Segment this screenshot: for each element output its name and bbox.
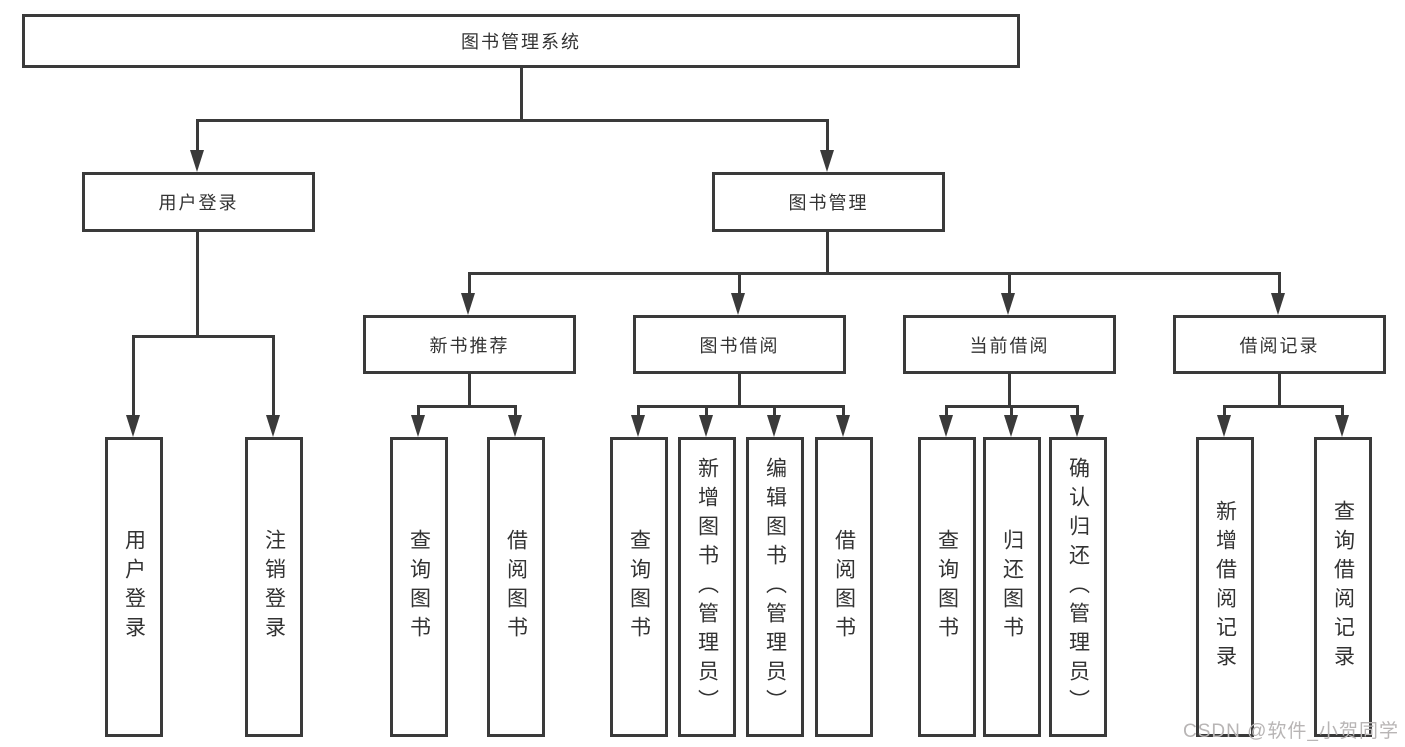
node-borrow-records: 借阅记录 xyxy=(1173,315,1386,374)
leaf-logout: 注销登录 xyxy=(245,437,303,737)
connector-book-mgmt-branch xyxy=(468,272,1281,275)
node-user-login: 用户登录 xyxy=(82,172,315,232)
connector-root-branch xyxy=(196,119,829,122)
leaf-query-books-current-label: 查询图书 xyxy=(935,529,959,645)
arrow-to-user-login-icon xyxy=(190,150,204,172)
node-new-book-recommend-label: 新书推荐 xyxy=(429,335,510,356)
csdn-watermark: CSDN @软件_小贺同学 xyxy=(1183,721,1399,742)
connector-drop-leaf-logout xyxy=(272,335,275,418)
connector-drop-leaf-login xyxy=(132,335,135,418)
arrow-icon xyxy=(1004,415,1018,437)
arrow-icon xyxy=(699,415,713,437)
connector-user-login-branch xyxy=(132,335,275,338)
node-book-management: 图书管理 xyxy=(712,172,945,232)
connector-current-borrow-stem xyxy=(1008,372,1011,407)
arrow-icon xyxy=(939,415,953,437)
node-user-login-label: 用户登录 xyxy=(158,193,239,213)
leaf-query-books-borrow-label: 查询图书 xyxy=(627,529,651,645)
leaf-add-borrow-record: 新增借阅记录 xyxy=(1196,437,1254,737)
connector-drop xyxy=(705,405,708,418)
arrow-icon xyxy=(1335,415,1349,437)
connector-drop-user-login xyxy=(196,119,199,153)
leaf-return-books: 归还图书 xyxy=(983,437,1041,737)
connector-book-mgmt-stem xyxy=(826,230,829,275)
leaf-query-books-borrow: 查询图书 xyxy=(610,437,668,737)
arrow-to-book-mgmt-icon xyxy=(820,150,834,172)
connector-drop xyxy=(842,405,845,418)
leaf-query-books-recommend-label: 查询图书 xyxy=(407,529,431,645)
connector-book-borrow-stem xyxy=(738,372,741,407)
connector-drop-new-book xyxy=(468,272,471,297)
connector-drop xyxy=(945,405,948,418)
leaf-return-books-label: 归还图书 xyxy=(1000,529,1024,645)
arrow-to-book-borrow-icon xyxy=(731,293,745,315)
connector-drop xyxy=(637,405,640,418)
leaf-query-books-current: 查询图书 xyxy=(918,437,976,737)
connector-new-book-stem xyxy=(468,372,471,407)
arrow-icon xyxy=(631,415,645,437)
leaf-user-login: 用户登录 xyxy=(105,437,163,737)
node-library-system: 图书管理系统 xyxy=(22,14,1020,68)
arrow-icon xyxy=(508,415,522,437)
node-borrow-records-label: 借阅记录 xyxy=(1239,335,1320,356)
connector-drop xyxy=(514,405,517,418)
connector-book-borrow-branch xyxy=(637,405,845,408)
connector-drop xyxy=(1010,405,1013,418)
leaf-logout-label: 注销登录 xyxy=(262,529,286,645)
node-current-borrow: 当前借阅 xyxy=(903,315,1116,374)
arrow-to-new-book-icon xyxy=(461,293,475,315)
connector-root-stem xyxy=(520,66,523,121)
leaf-borrow-books-label: 借阅图书 xyxy=(832,529,856,645)
node-book-borrow: 图书借阅 xyxy=(633,315,846,374)
arrow-icon xyxy=(1217,415,1231,437)
node-new-book-recommend: 新书推荐 xyxy=(363,315,576,374)
arrow-to-leaf-logout-icon xyxy=(266,415,280,437)
connector-borrow-records-stem xyxy=(1278,372,1281,407)
leaf-borrow-books: 借阅图书 xyxy=(815,437,873,737)
node-library-system-label: 图书管理系统 xyxy=(461,32,581,52)
connector-new-book-branch xyxy=(417,405,517,408)
leaf-add-book-admin-label: 新增图书（管理员） xyxy=(695,456,719,718)
leaf-user-login-label: 用户登录 xyxy=(122,529,146,645)
arrow-to-current-borrow-icon xyxy=(1001,293,1015,315)
arrow-to-borrow-records-icon xyxy=(1271,293,1285,315)
leaf-confirm-return-admin: 确认归还（管理员） xyxy=(1049,437,1107,737)
node-current-borrow-label: 当前借阅 xyxy=(969,335,1050,356)
connector-drop xyxy=(773,405,776,418)
leaf-borrow-books-recommend: 借阅图书 xyxy=(487,437,545,737)
leaf-borrow-books-recommend-label: 借阅图书 xyxy=(504,529,528,645)
connector-borrow-records-branch xyxy=(1223,405,1344,408)
connector-drop xyxy=(1076,405,1079,418)
leaf-confirm-return-admin-label: 确认归还（管理员） xyxy=(1066,456,1090,718)
arrow-icon xyxy=(836,415,850,437)
leaf-edit-book-admin: 编辑图书（管理员） xyxy=(746,437,804,737)
leaf-add-book-admin: 新增图书（管理员） xyxy=(678,437,736,737)
connector-drop xyxy=(1341,405,1344,418)
arrow-icon xyxy=(1070,415,1084,437)
leaf-query-borrow-record: 查询借阅记录 xyxy=(1314,437,1372,737)
arrow-icon xyxy=(411,415,425,437)
arrow-to-leaf-login-icon xyxy=(126,415,140,437)
connector-drop-current-borrow xyxy=(1008,272,1011,297)
leaf-add-borrow-record-label: 新增借阅记录 xyxy=(1213,500,1237,674)
connector-user-login-stem xyxy=(196,230,199,337)
arrow-icon xyxy=(767,415,781,437)
connector-drop-borrow-records xyxy=(1278,272,1281,297)
node-book-management-label: 图书管理 xyxy=(788,193,869,213)
connector-drop-book-mgmt xyxy=(826,119,829,153)
leaf-edit-book-admin-label: 编辑图书（管理员） xyxy=(763,456,787,718)
node-book-borrow-label: 图书借阅 xyxy=(699,335,780,356)
connector-drop xyxy=(417,405,420,418)
leaf-query-books-recommend: 查询图书 xyxy=(390,437,448,737)
leaf-query-borrow-record-label: 查询借阅记录 xyxy=(1331,500,1355,674)
connector-drop xyxy=(1223,405,1226,418)
connector-drop-book-borrow xyxy=(738,272,741,297)
